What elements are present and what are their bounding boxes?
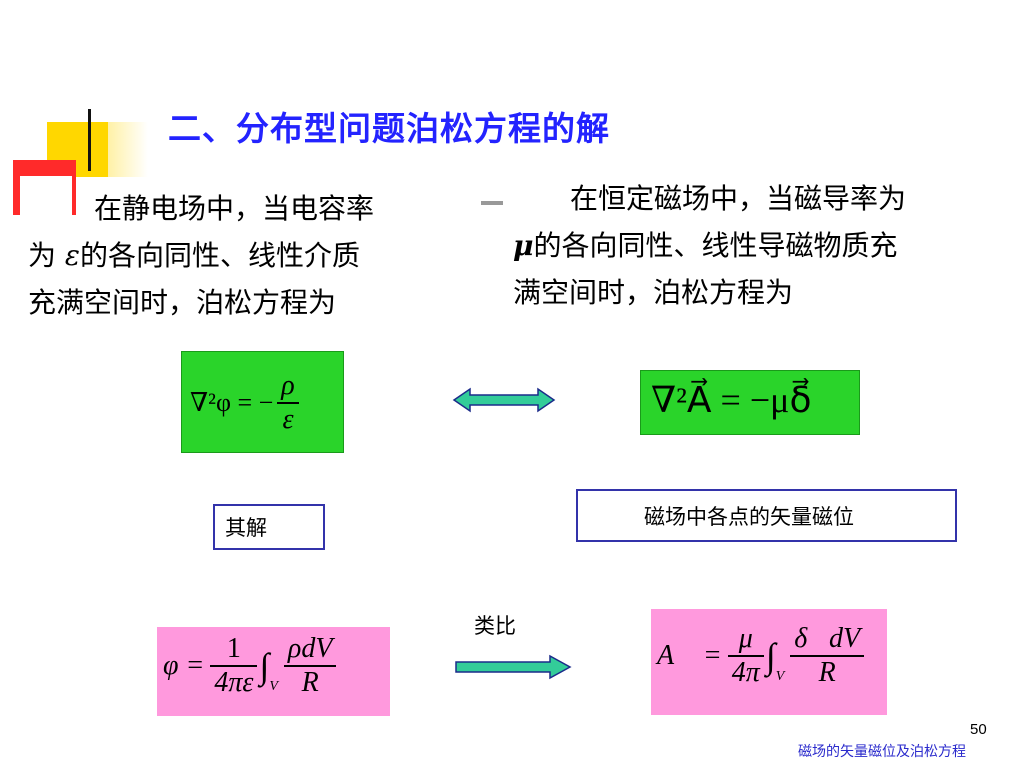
separator-dash [481, 201, 503, 205]
left-paragraph: 在静电场中，当电容率 为 ε的各向同性、线性介质 充满空间时，泊松方程为 [28, 185, 374, 326]
right-line-1: 在恒定磁场中，当磁导率为 [570, 182, 907, 215]
electric-poisson-equation: ∇²φ = − ρ ε [181, 351, 344, 453]
right-line-2-suffix: 的各向同性、线性导磁物质充 [533, 229, 898, 262]
magnetic-solution-lhs: A⃗ = [657, 639, 722, 671]
double-arrow-icon [452, 387, 556, 413]
electric-int-den: R [301, 666, 319, 698]
magnetic-integral-sub: V [775, 668, 785, 684]
magnetic-coef-den: 4π [731, 656, 760, 688]
left-line-2-prefix: 为 [28, 239, 57, 272]
decor-white-inset [20, 176, 72, 216]
electric-solution-lhs: φ = [163, 649, 205, 681]
electric-integral-sub: V [269, 678, 278, 694]
electric-integral-sign: ∫ [259, 645, 270, 686]
left-line-3: 充满空间时，泊松方程为 [28, 286, 337, 319]
mu-symbol: μ [513, 229, 534, 262]
epsilon-symbol: ε [64, 239, 80, 272]
solution-label: 其解 [225, 516, 267, 540]
decor-vertical-line [88, 109, 91, 171]
electric-coef-num: 1 [226, 633, 241, 664]
right-paragraph: 在恒定磁场中，当磁导率为 μ的各向同性、线性导磁物质充 满空间时，泊松方程为 [513, 175, 906, 316]
electric-poisson-num: ρ [281, 370, 295, 401]
electric-int-num: ρdV [287, 633, 333, 664]
decor-fade [108, 122, 148, 177]
left-line-1: 在静电场中，当电容率 [94, 192, 375, 225]
slide-title: 二、分布型问题泊松方程的解 [168, 109, 610, 148]
magnetic-solution-equation: A⃗ = μ 4π ∫ V δ⃗dV R [651, 609, 887, 715]
page-number: 50 [970, 721, 987, 738]
vector-potential-label: 磁场中各点的矢量磁位 [644, 504, 854, 529]
magnetic-poisson-equation: ∇²A⃗ = −μδ⃗ [640, 370, 860, 435]
magnetic-integral-sign: ∫ [765, 635, 776, 676]
analogy-label: 类比 [474, 614, 516, 638]
magnetic-coef-num: μ [738, 623, 753, 654]
electric-poisson-lhs: ∇²φ = − [190, 387, 274, 417]
electric-poisson-den: ε [282, 403, 294, 435]
magnetic-int-den: R [818, 656, 836, 688]
left-line-2-suffix: 的各向同性、线性介质 [79, 239, 360, 272]
electric-solution-equation: φ = 1 4πε ∫ V ρdV R [157, 627, 390, 716]
magnetic-int-num: δ⃗dV [794, 623, 861, 654]
solution-label-box: 其解 [213, 504, 325, 550]
right-arrow-icon [455, 654, 572, 680]
magnetic-poisson-text: ∇²A⃗ = −μδ⃗ [651, 380, 812, 420]
footer-title: 磁场的矢量磁位及泊松方程 [798, 744, 966, 760]
right-line-3: 满空间时，泊松方程为 [513, 276, 794, 309]
electric-coef-den: 4πε [214, 666, 254, 698]
vector-potential-label-box: 磁场中各点的矢量磁位 [576, 489, 957, 542]
